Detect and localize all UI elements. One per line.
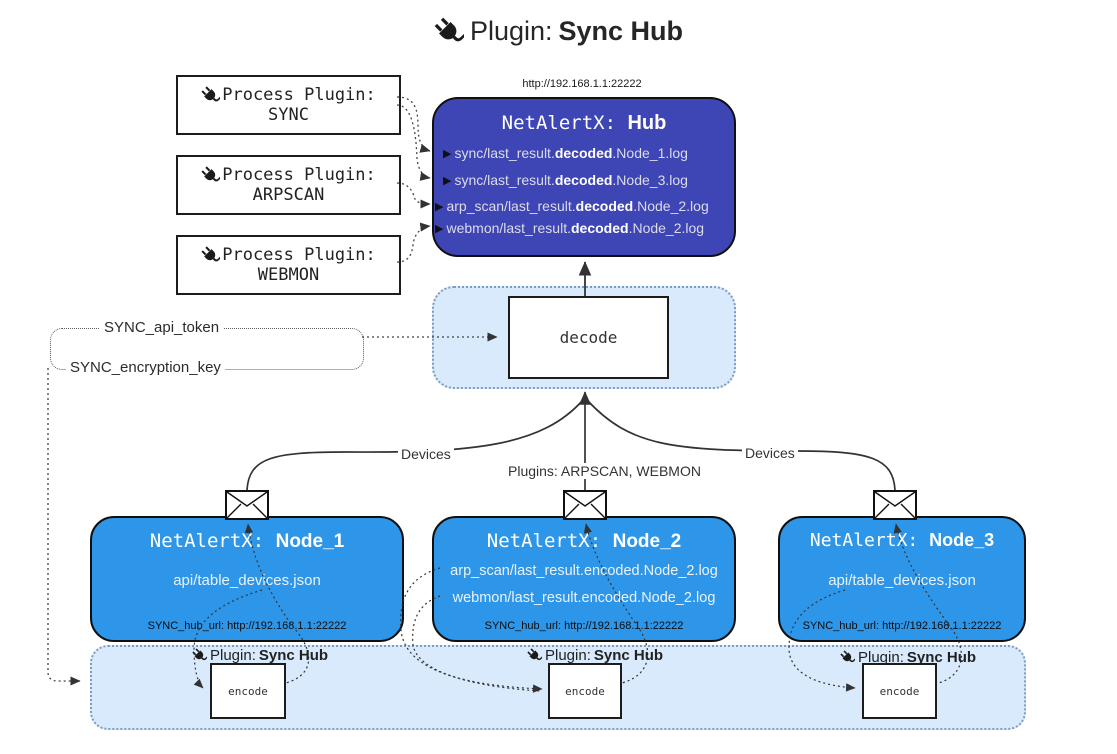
edge-label-plugins: Plugins: ARPSCAN, WEBMON: [505, 463, 704, 479]
plug-icon: [192, 648, 207, 663]
decode-label: decode: [559, 328, 618, 347]
node-hub-url: SYNC_hub_url: http://192.168.1.1:22222: [484, 620, 684, 632]
arrowhead-icon: ▶: [435, 200, 444, 213]
node-2-box: NetAlertX: Node_2 arp_scan/last_result.e…: [432, 516, 736, 642]
arrowhead-icon: ▶: [443, 147, 452, 160]
title-text-bold: Sync Hub: [558, 16, 684, 46]
envelope-icon: [563, 490, 607, 520]
arrowhead-icon: ▶: [435, 222, 444, 235]
edge-label-devices-left: Devices: [398, 446, 454, 462]
setting-encryption-key: SYNC_encryption_key: [66, 359, 225, 376]
node-title: NetAlertX: Node_2: [486, 530, 682, 552]
process-plugin-name: SYNC: [268, 105, 309, 125]
setting-api-token: SYNC_api_token: [100, 319, 224, 336]
decode-box: decode: [508, 296, 669, 379]
plug-icon: [201, 85, 221, 105]
node-file: api/table_devices.json: [173, 572, 321, 589]
process-plugin-webmon: Process Plugin: WEBMON: [176, 235, 401, 295]
plug-icon: [434, 17, 464, 47]
encode-box: encode: [210, 663, 286, 719]
node-title: NetAlertX: Node_1: [149, 530, 345, 552]
process-plugin-name: ARPSCAN: [252, 185, 325, 205]
encode-plugin-label: Plugin: Sync Hub: [192, 647, 328, 664]
edge-label-devices-right: Devices: [742, 445, 798, 461]
process-plugin-sync: Process Plugin: SYNC: [176, 75, 401, 135]
hub-log-line: ▶ sync/last_result.decoded.Node_1.log: [443, 145, 688, 161]
node-hub-url: SYNC_hub_url: http://192.168.1.1:22222: [147, 620, 347, 632]
plug-icon: [201, 245, 221, 265]
process-plugin-label: Process Plugin:: [222, 245, 376, 265]
process-plugin-name: WEBMON: [257, 265, 320, 285]
node-file: webmon/last_result.encoded.Node_2.log: [452, 590, 716, 606]
node-file: api/table_devices.json: [828, 572, 976, 589]
hub-log-line: ▶ arp_scan/last_result.decoded.Node_2.lo…: [435, 198, 709, 214]
envelope-icon: [873, 490, 917, 520]
plug-icon: [527, 648, 542, 663]
process-plugin-label: Process Plugin:: [222, 85, 376, 105]
hub-log-line: ▶ webmon/last_result.decoded.Node_2.log: [435, 220, 705, 236]
encode-box: encode: [548, 663, 622, 719]
envelope-icon: [225, 490, 269, 520]
hub-url: http://192.168.1.1:22222: [522, 78, 642, 90]
node-title: NetAlertX: Node_3: [809, 530, 995, 551]
node-3-box: NetAlertX: Node_3 api/table_devices.json…: [778, 516, 1026, 642]
encode-label: encode: [565, 684, 605, 698]
plug-icon: [840, 650, 855, 665]
encode-box: encode: [862, 663, 937, 719]
arrowhead-icon: ▶: [443, 174, 452, 187]
title-text: Plugin:: [469, 16, 553, 46]
encode-plugin-label: Plugin: Sync Hub: [840, 649, 976, 666]
page-title: Plugin: Sync Hub: [0, 16, 1117, 47]
plug-icon: [201, 165, 221, 185]
hub-title: NetAlertX: Hub: [501, 112, 667, 134]
process-plugin-label: Process Plugin:: [222, 165, 376, 185]
encode-label: encode: [879, 684, 920, 698]
process-plugin-arpscan: Process Plugin: ARPSCAN: [176, 155, 401, 215]
encode-plugin-label: Plugin: Sync Hub: [527, 647, 663, 664]
hub-log-line: ▶ sync/last_result.decoded.Node_3.log: [443, 172, 688, 188]
node-hub-url: SYNC_hub_url: http://192.168.1.1:22222: [802, 620, 1002, 632]
node-file: arp_scan/last_result.encoded.Node_2.log: [450, 563, 718, 579]
node-1-box: NetAlertX: Node_1 api/table_devices.json…: [90, 516, 404, 642]
encode-label: encode: [228, 684, 268, 698]
hub-box: NetAlertX: Hub ▶ sync/last_result.decode…: [432, 97, 736, 257]
